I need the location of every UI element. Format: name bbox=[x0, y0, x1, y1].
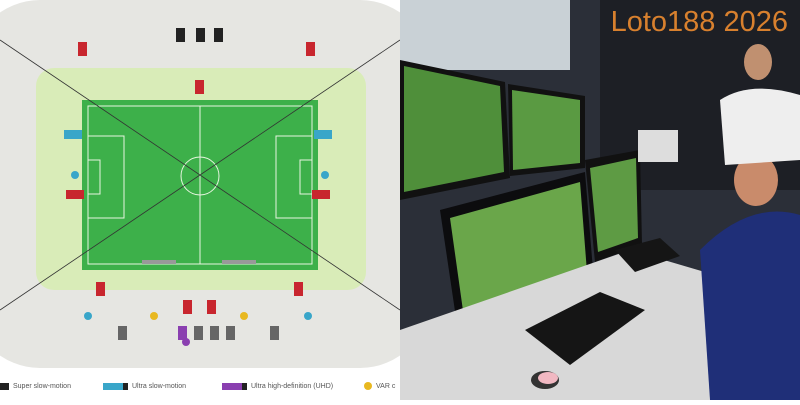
camera-marker bbox=[294, 282, 303, 296]
pitch-markings bbox=[87, 105, 313, 265]
window bbox=[400, 0, 570, 70]
camera-marker bbox=[96, 282, 105, 296]
uhd-camera-icon bbox=[222, 382, 247, 390]
camera-layout-diagram: Super slow-motion Ultra slow-motion Ultr… bbox=[0, 0, 430, 400]
legend-label: Ultra slow-motion bbox=[132, 382, 187, 390]
camera-marker bbox=[183, 300, 192, 314]
camera-marker bbox=[66, 190, 84, 199]
camera-marker bbox=[194, 326, 203, 340]
advertising-board bbox=[222, 260, 256, 264]
camera-marker bbox=[214, 28, 223, 42]
camera-marker bbox=[226, 326, 235, 340]
camera-marker bbox=[270, 326, 279, 340]
official-head bbox=[744, 44, 772, 80]
legend-uhd: Ultra high-definition (UHD) bbox=[222, 376, 333, 396]
var-camera-marker bbox=[84, 312, 92, 320]
var-camera-marker bbox=[321, 171, 329, 179]
legend-super-slow: Super slow-motion bbox=[0, 376, 71, 396]
camera-marker bbox=[314, 130, 332, 139]
legend-label: VAR c bbox=[376, 382, 396, 390]
legend-var: VAR c bbox=[364, 376, 395, 396]
referee-head bbox=[734, 154, 778, 206]
camera-marker bbox=[210, 326, 219, 340]
var-camera-marker bbox=[150, 312, 158, 320]
camera-marker bbox=[118, 326, 127, 340]
var-room-scene bbox=[400, 0, 800, 400]
camera-sightlines bbox=[0, 39, 401, 311]
legend-ultra-slow: Ultra slow-motion bbox=[103, 376, 186, 396]
camera-marker bbox=[306, 42, 315, 56]
watermark: Loto188 2026 bbox=[610, 6, 788, 38]
camera-marker bbox=[178, 326, 187, 340]
keyboard bbox=[615, 238, 680, 272]
ultra-slow-camera-icon bbox=[103, 382, 128, 390]
camera-marker bbox=[312, 190, 330, 199]
super-slow-camera-icon bbox=[0, 382, 9, 390]
stadium-diagram bbox=[0, 0, 430, 368]
referee-shirt bbox=[700, 211, 800, 400]
camera-marker bbox=[195, 80, 204, 94]
official-shirt bbox=[720, 88, 800, 165]
camera-marker bbox=[78, 42, 87, 56]
legend-label: Ultra high-definition (UHD) bbox=[251, 382, 334, 390]
camera-marker bbox=[207, 300, 216, 314]
keyboard bbox=[525, 292, 645, 365]
legend-label: Super slow-motion bbox=[13, 382, 71, 390]
advertising-board bbox=[142, 260, 176, 264]
var-camera-marker bbox=[71, 171, 79, 179]
camera-marker bbox=[64, 130, 82, 139]
var-camera-marker bbox=[304, 312, 312, 320]
var-camera-marker bbox=[182, 338, 190, 346]
camera-marker bbox=[176, 28, 185, 42]
var-camera-marker bbox=[240, 312, 248, 320]
laptop bbox=[638, 130, 678, 162]
camera-marker bbox=[196, 28, 205, 42]
var-room-photo: Loto188 2026 bbox=[400, 0, 800, 400]
var-camera-icon bbox=[364, 382, 372, 390]
